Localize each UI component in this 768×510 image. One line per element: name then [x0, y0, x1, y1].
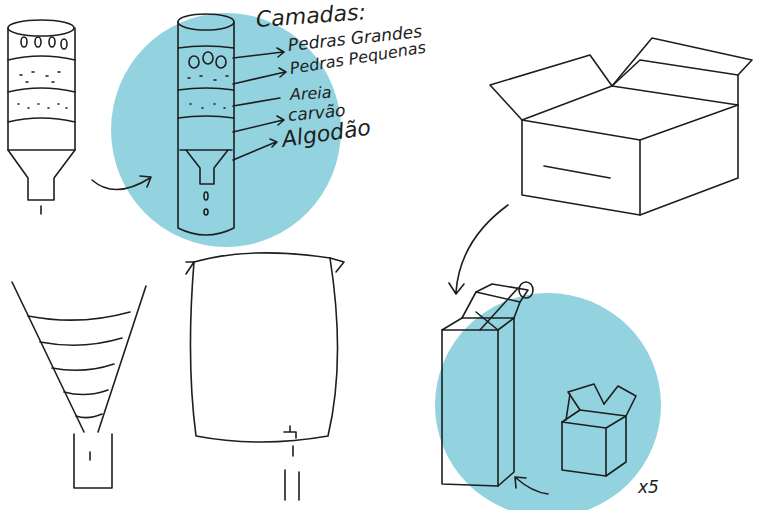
quantity-note: x5 — [638, 478, 659, 497]
layer-label: Areia — [290, 84, 332, 104]
list-heading: Camadas: — [255, 0, 366, 32]
